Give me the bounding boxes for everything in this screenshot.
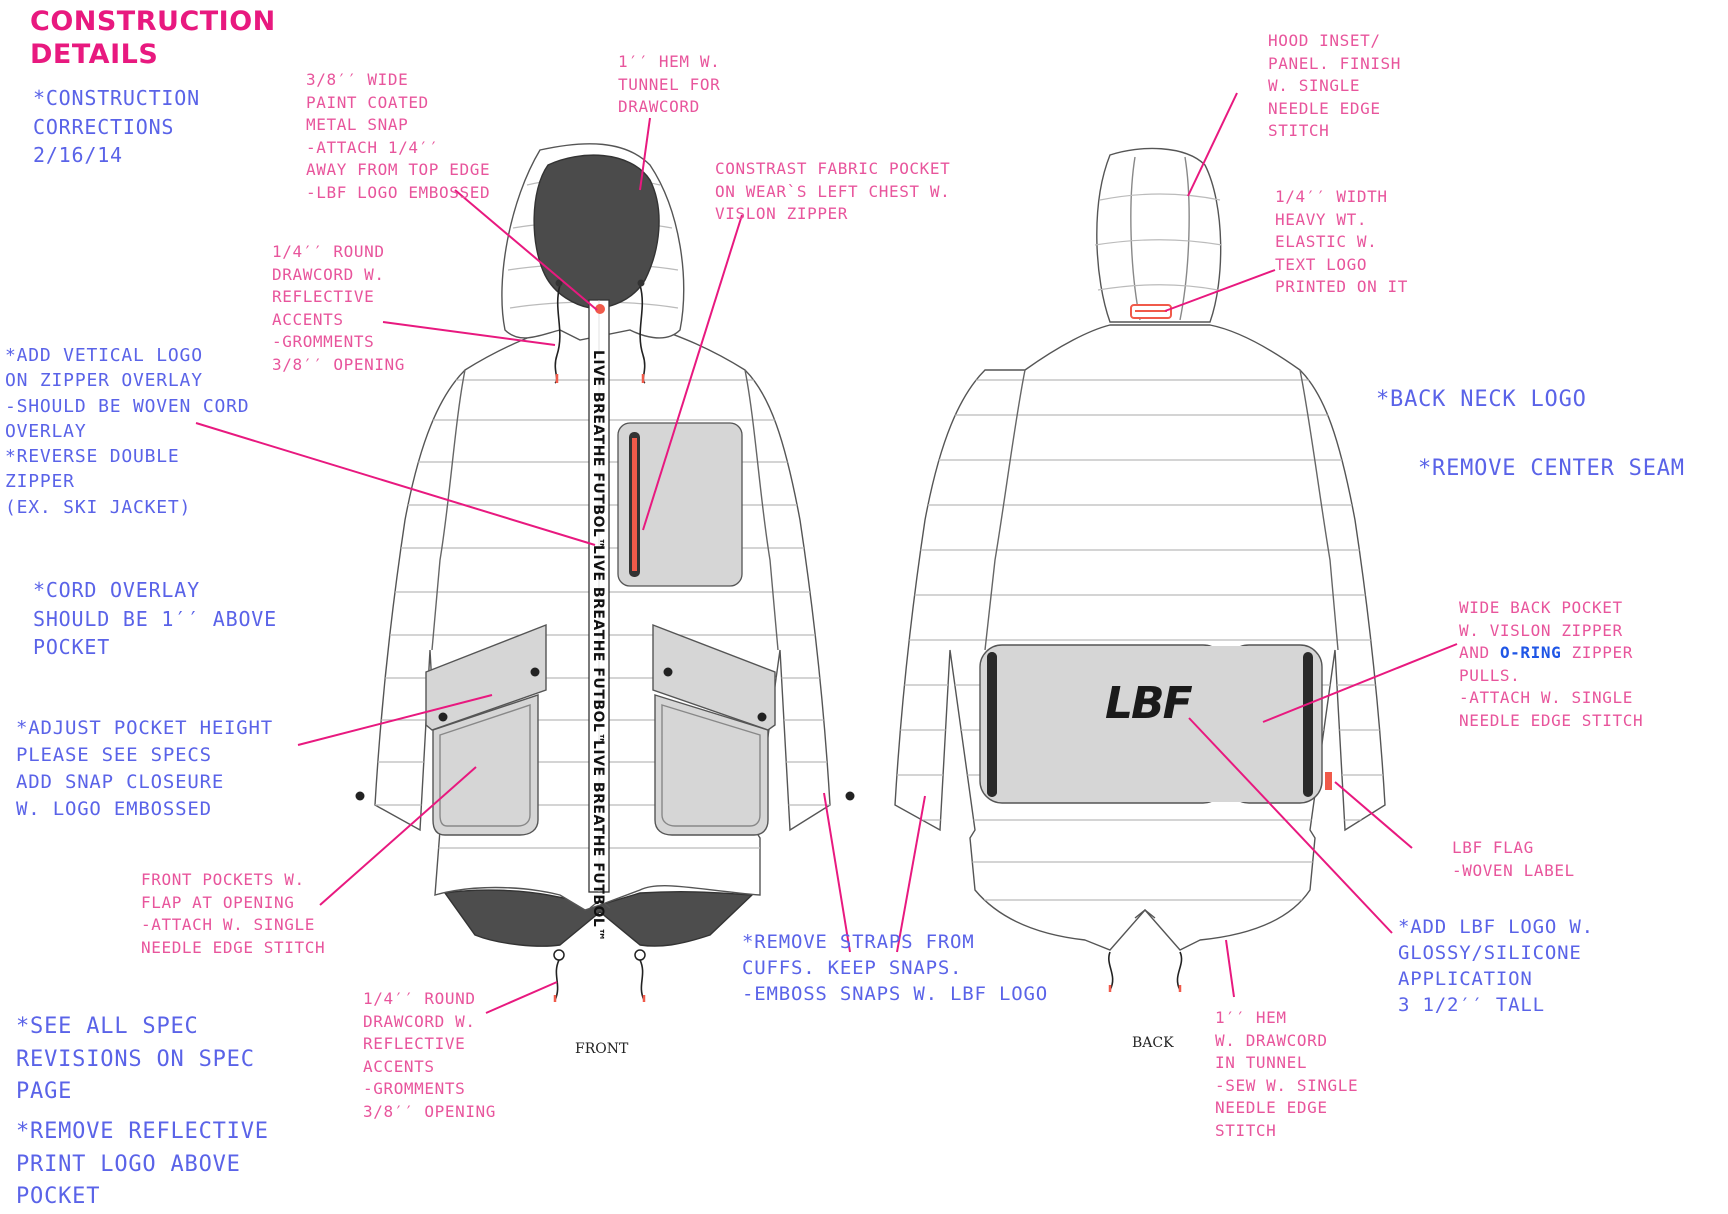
chest-pocket	[617, 422, 743, 587]
note-remove-straps: *REMOVE STRAPS FROM CUFFS. KEEP SNAPS. -…	[742, 931, 1048, 1005]
front-pocket-flap-right	[652, 623, 776, 731]
callout-lbf-flag: LBF FLAG -WOVEN LABEL	[1452, 838, 1575, 880]
front-pocket-right	[654, 694, 769, 836]
callout-metal-snap: 3/8′′ WIDE PAINT COATED METAL SNAP -ATTA…	[306, 70, 491, 202]
note-pocket-height: *ADJUST POCKET HEIGHT PLEASE SEE SPECS A…	[16, 717, 274, 820]
hood-opening	[533, 154, 660, 310]
callout-front-pockets: FRONT POCKETS W. FLAP AT OPENING -ATTACH…	[141, 870, 326, 957]
zipper-logo-text-2: LIVE BREATHE FUTBOL™	[590, 545, 606, 747]
note-construction-corrections: *CONSTRUCTION CORRECTIONS 2/16/14	[33, 86, 200, 167]
callout-back-hem: 1′′ HEM W. DRAWCORD IN TUNNEL -SEW W. SI…	[1215, 1008, 1359, 1140]
caption-front: FRONT	[575, 1041, 629, 1057]
callout-hem-tunnel: 1′′ HEM W. TUNNEL FOR DRAWCORD	[618, 52, 721, 116]
zipper-logo-text: LIVE BREATHE FUTBOL™	[590, 350, 606, 552]
o-ring-emphasis: O-RING	[1499, 643, 1562, 662]
callout-back-pocket: WIDE BACK POCKET W. VISLON ZIPPER AND O-…	[1459, 598, 1644, 730]
leader-lines	[195, 92, 1458, 1014]
back-body-outline	[894, 324, 1386, 951]
callout-hood-inset: HOOD INSET/ PANEL. FINISH W. SINGLE NEED…	[1268, 31, 1402, 140]
callout-drawcord-bottom: 1/4′′ ROUND DRAWCORD W. REFLECTIVE ACCEN…	[363, 989, 497, 1121]
back-hood	[1096, 147, 1222, 323]
caption-back: BACK	[1132, 1035, 1174, 1051]
back-lbf-logo: LBF	[1105, 678, 1193, 729]
note-see-specs: *SEE ALL SPEC REVISIONS ON SPEC PAGE	[16, 1014, 255, 1104]
note-cord-overlay: *CORD OVERLAY SHOULD BE 1′′ ABOVE POCKET	[33, 578, 277, 659]
note-add-lbf-logo: *ADD LBF LOGO W. GLOSSY/SILICONE APPLICA…	[1398, 916, 1594, 1016]
note-remove-reflective: *REMOVE REFLECTIVE PRINT LOGO ABOVE POCK…	[16, 1119, 269, 1209]
front-jacket	[355, 143, 855, 1002]
callout-elastic: 1/4′′ WIDTH HEAVY WT. ELASTIC W. TEXT LO…	[1275, 187, 1409, 296]
callout-drawcord-top: 1/4′′ ROUND DRAWCORD W. REFLECTIVE ACCEN…	[272, 242, 406, 374]
zipper-logo-text-3: LIVE BREATHE FUTBOL™	[590, 740, 606, 942]
front-pocket-left	[432, 694, 539, 836]
note-back-neck-logo: *BACK NECK LOGO	[1376, 387, 1587, 412]
note-remove-center-seam: *REMOVE CENTER SEAM	[1418, 456, 1685, 481]
page-title: CONSTRUCTION DETAILS	[30, 6, 276, 70]
lbf-flag-label	[1325, 772, 1332, 790]
front-lining	[443, 889, 754, 947]
callout-contrast-pocket: CONSTRAST FABRIC POCKET ON WEAR`S LEFT C…	[715, 159, 951, 223]
note-vertical-logo: *ADD VETICAL LOGO ON ZIPPER OVERLAY -SHO…	[5, 345, 250, 518]
